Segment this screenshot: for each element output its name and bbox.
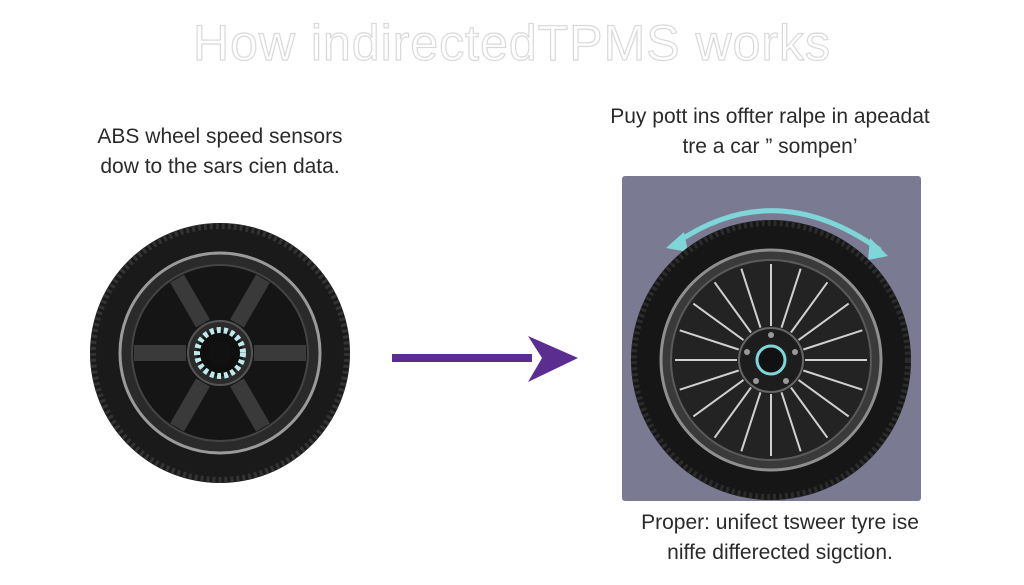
left-caption-line2: dow to the sars cien data.: [100, 155, 340, 178]
wheel-spoke: [230, 274, 270, 328]
left-caption: ABS wheel speed sensors dow to the sars …: [80, 122, 360, 182]
wheel-spoke: [780, 268, 802, 328]
right-caption: Puy pott ins offter ralpe in apeadat tre…: [560, 102, 980, 162]
abs-wheel-icon: [90, 223, 350, 483]
page-title: How indirectedTPMS works: [192, 14, 832, 71]
wheel-spoke: [797, 379, 850, 418]
right-caption-line1: Puy pott ins offter ralpe in apeadat: [610, 105, 930, 128]
wheel-spoke: [679, 369, 739, 391]
wheel-spoke: [803, 329, 863, 351]
wheel-spoke: [740, 268, 762, 328]
wheel-spoke: [790, 281, 829, 334]
wheel-spoke: [170, 274, 210, 328]
wheel-spoke: [230, 378, 270, 432]
wheel-spoke: [713, 281, 752, 334]
wheel-spoke: [790, 386, 829, 439]
bottom-caption-line1: Proper: unifect tsweer tyre ise: [641, 511, 919, 534]
wheel-spoke: [713, 386, 752, 439]
wheel-spoke: [803, 369, 863, 391]
left-caption-line1: ABS wheel speed sensors: [97, 125, 343, 148]
wheel-spoke: [692, 302, 745, 341]
right-wheel-spokes: [675, 264, 867, 456]
left-wheel-spokes: [134, 274, 306, 432]
arrow-right-icon: [392, 336, 578, 382]
wheel-spoke: [797, 302, 850, 341]
bottom-caption: Proper: unifect tsweer tyre ise niffe di…: [570, 508, 990, 568]
wheel-spoke: [170, 378, 210, 432]
spoked-wheel-icon: [631, 220, 911, 500]
wheel-spoke: [692, 379, 745, 418]
wheel-spoke: [780, 392, 802, 452]
rotation-arrow-icon: [666, 208, 888, 260]
wheel-spoke: [679, 329, 739, 351]
right-caption-line2: tre a car ” sompen’: [682, 135, 858, 158]
wheel-spoke: [740, 392, 762, 452]
bottom-caption-line2: niffe differected sigction.: [667, 541, 893, 564]
